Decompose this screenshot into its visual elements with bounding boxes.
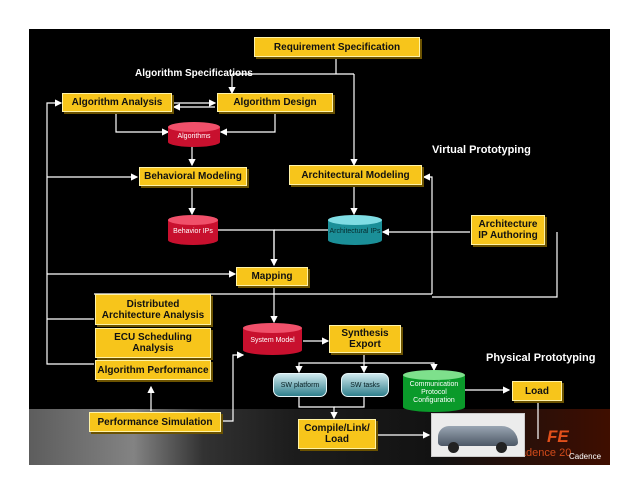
ecu-scheduling-analysis-box: ECU Scheduling Analysis bbox=[95, 328, 211, 358]
algorithms-label: Algorithms bbox=[177, 132, 211, 140]
behavioral-modeling-box: Behavioral Modeling bbox=[139, 167, 247, 186]
cadence-faded-text: Cadence 20 bbox=[512, 447, 572, 459]
algorithm-performance-box: Algorithm Performance bbox=[95, 360, 211, 380]
architecture-ip-authoring-box: Architecture IP Authoring bbox=[471, 215, 545, 245]
algorithm-specifications-label: Algorithm Specifications bbox=[135, 68, 253, 79]
algorithm-design-box: Algorithm Design bbox=[217, 93, 333, 112]
mapping-box: Mapping bbox=[236, 267, 308, 286]
requirement-specification-box: Requirement Specification bbox=[254, 37, 420, 57]
communication-protocol-label: Communication Protocol Configuration bbox=[409, 381, 459, 404]
communication-protocol-database: Communication Protocol Configuration bbox=[403, 370, 465, 412]
architectural-ips-database: Architectural IPs bbox=[328, 215, 382, 245]
cadence-logo: Cadence bbox=[569, 452, 602, 461]
algorithms-database: Algorithms bbox=[168, 122, 220, 147]
compile-link-load-box: Compile/Link/ Load bbox=[298, 419, 376, 449]
architectural-modeling-box: Architectural Modeling bbox=[289, 165, 422, 185]
diagram-slide: FE Cadence 20 Cadence bbox=[29, 29, 610, 465]
virtual-prototyping-label: Virtual Prototyping bbox=[432, 144, 531, 156]
distributed-architecture-analysis-box: Distributed Architecture Analysis bbox=[95, 294, 211, 325]
car-image bbox=[431, 413, 525, 457]
physical-prototyping-label: Physical Prototyping bbox=[486, 352, 596, 364]
sw-tasks-pill: SW tasks bbox=[341, 373, 389, 397]
connector-lines bbox=[46, 57, 558, 439]
sw-platform-pill: SW platform bbox=[273, 373, 327, 397]
system-model-label: System Model bbox=[250, 337, 295, 344]
fe-background-text: FE bbox=[547, 427, 569, 446]
synthesis-export-box: Synthesis Export bbox=[329, 325, 401, 353]
behavior-ips-label: Behavior IPs bbox=[173, 228, 213, 235]
load-box: Load bbox=[512, 381, 562, 401]
behavior-ips-database: Behavior IPs bbox=[168, 215, 218, 245]
performance-simulation-box: Performance Simulation bbox=[89, 412, 221, 432]
architectural-ips-label: Architectural IPs bbox=[329, 228, 381, 235]
algorithm-analysis-box: Algorithm Analysis bbox=[62, 93, 172, 112]
system-model-database: System Model bbox=[243, 323, 302, 355]
